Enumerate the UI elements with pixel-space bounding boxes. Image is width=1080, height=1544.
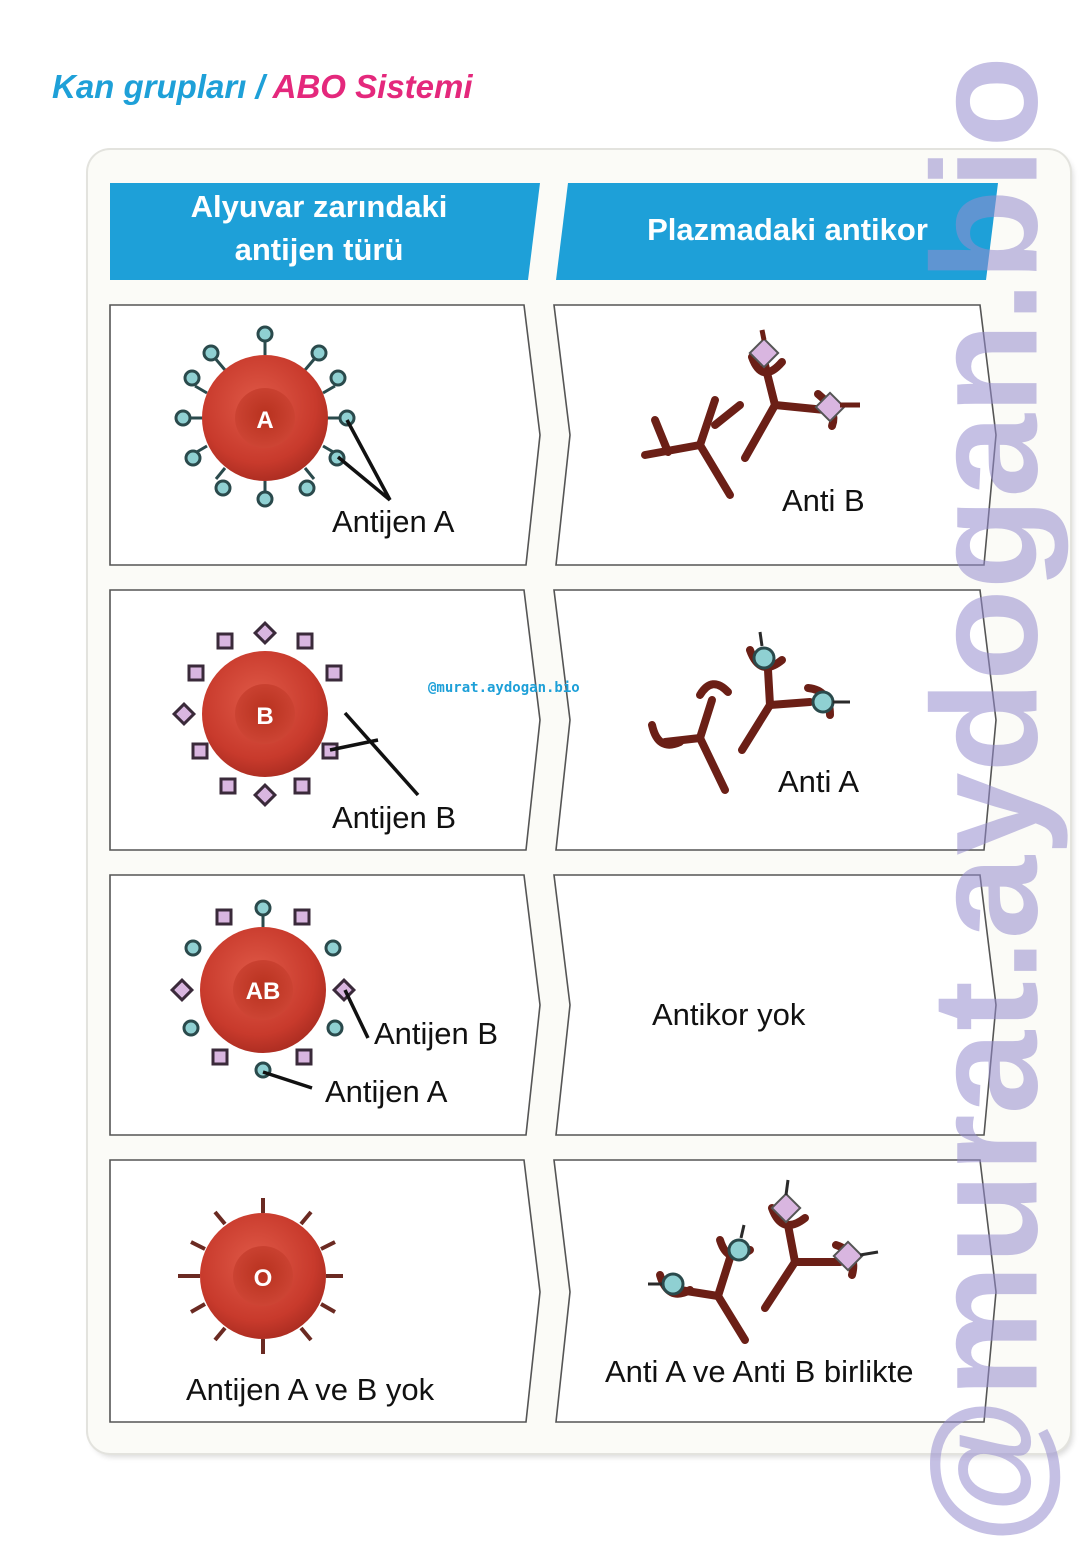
- cell-letter-a: A: [256, 407, 273, 434]
- cell-frame-left-4: [109, 1159, 541, 1423]
- watermark-small: @murat.aydogan.bio: [428, 680, 580, 696]
- cell-frame-right-3: [553, 874, 997, 1136]
- antibody-label-anti-b: Anti B: [782, 483, 865, 518]
- antigen-ab-pointers: [262, 989, 370, 1090]
- red-blood-cell-icon: A: [174, 325, 356, 508]
- header-plasma-antibody: Plazmadaki antikor: [647, 212, 928, 247]
- antigen-a-circle-icon: [661, 1238, 751, 1296]
- cell-frame-left-3: [109, 874, 541, 1136]
- cell-letter-b: B: [256, 703, 273, 730]
- header-right-bar: [556, 183, 998, 280]
- watermark-large: @murat.aydogan.bio: [900, 55, 1069, 1544]
- antigen-b-diamond-icon: [748, 337, 846, 423]
- red-blood-cell-icon: O: [178, 1198, 343, 1354]
- header-left-line-1: Alyuvar zarındaki: [190, 189, 448, 224]
- red-blood-cell-icon: B: [171, 620, 343, 808]
- title-part-1: Kan grupları /: [52, 68, 273, 105]
- header-antigen-type: Alyuvar zarındaki antijen türü: [110, 185, 528, 271]
- antigen-label-ab-b: Antijen B: [374, 1016, 499, 1051]
- antigen-b-pointer: [329, 711, 420, 797]
- antibody-label-anti-a: Anti A: [778, 764, 859, 799]
- antigen-label-b: Antijen B: [332, 800, 457, 835]
- antigen-label-ab-a: Antijen A: [325, 1074, 448, 1109]
- antibody-y-icon: [648, 680, 732, 794]
- antigen-b-diamond-icon: [770, 1192, 864, 1272]
- cell-letter-ab: AB: [246, 978, 281, 1005]
- header-left-bar: [110, 183, 540, 280]
- title-part-2: ABO Sistemi: [272, 68, 473, 105]
- cell-frame-right-1: [553, 304, 997, 566]
- antigen-a-circle-icon: [752, 646, 835, 714]
- page-title: Kan grupları / ABO Sistemi: [52, 68, 473, 106]
- antibody-label-both: Anti A ve Anti B birlikte: [605, 1354, 914, 1389]
- antigen-label-a: Antijen A: [332, 504, 455, 539]
- antigen-a-pointer: [336, 419, 392, 502]
- red-blood-cell-icon: AB: [169, 899, 357, 1079]
- header-left-line-2: antijen türü: [234, 232, 404, 267]
- antigen-label-none: Antijen A ve B yok: [186, 1372, 435, 1407]
- antibody-label-none: Antikor yok: [652, 997, 806, 1032]
- cell-letter-o: O: [254, 1265, 273, 1292]
- cell-frame-right-2: [553, 589, 997, 851]
- antibody-y-icon: [641, 396, 744, 499]
